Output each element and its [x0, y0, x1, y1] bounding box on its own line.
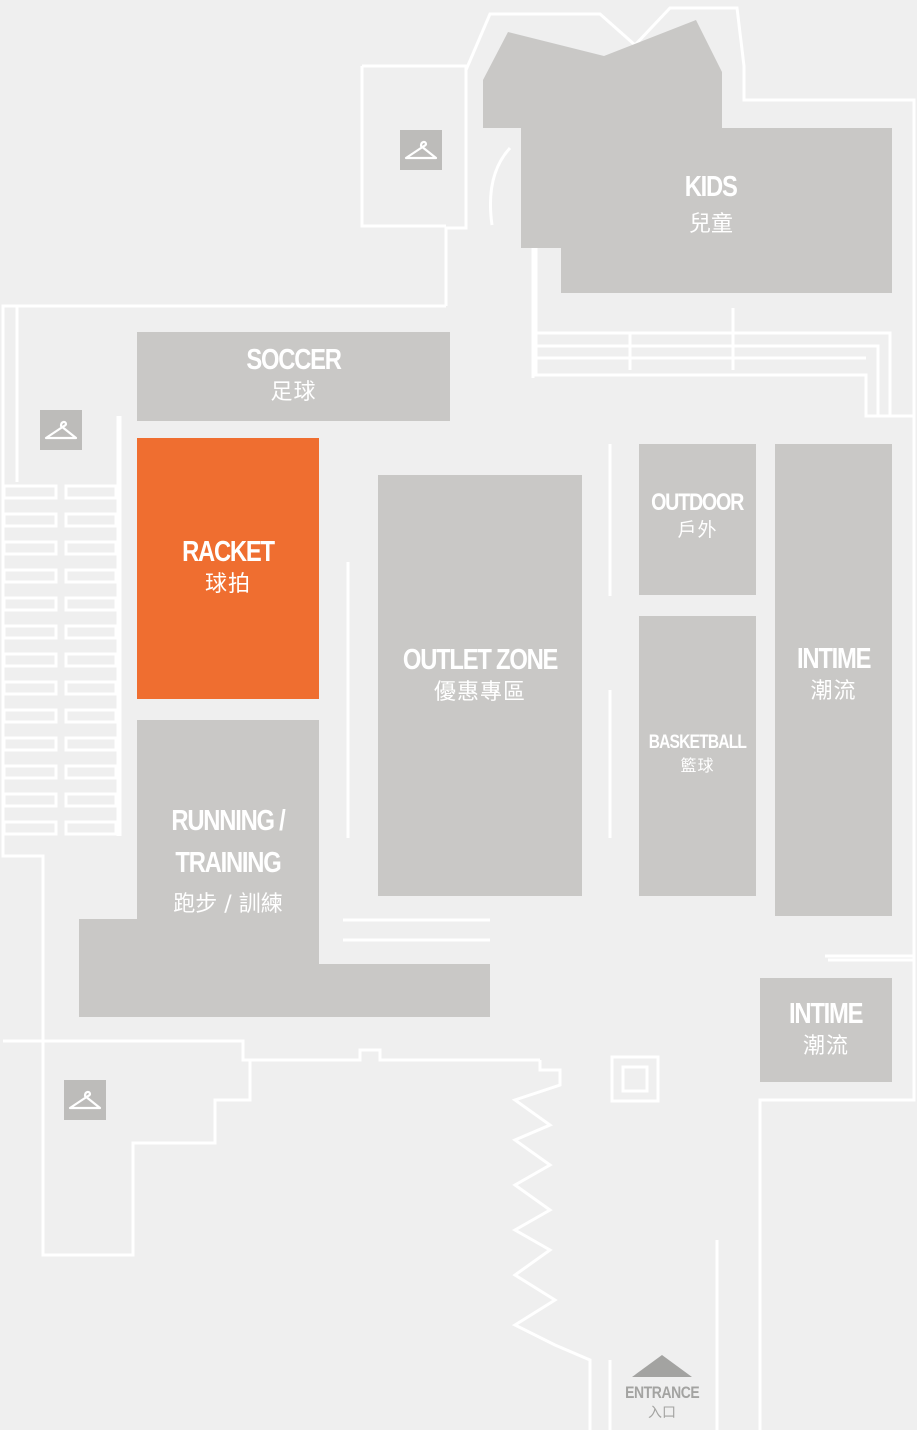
zone-soccer[interactable]: SOCCER 足球	[137, 332, 450, 421]
zone-racket-en: RACKET	[182, 536, 275, 569]
zone-outlet-en: OUTLET ZONE	[402, 644, 558, 676]
zone-kids[interactable]: KIDS 兒童	[641, 171, 781, 238]
zone-outlet[interactable]: OUTLET ZONE 優惠專區	[378, 475, 582, 896]
zone-basketball[interactable]: BASKETBALL 籃球	[639, 616, 756, 896]
hanger-icon[interactable]	[64, 1080, 106, 1120]
hanger-icon-graphic	[44, 420, 78, 440]
zone-soccer-zh: 足球	[270, 380, 317, 406]
entrance-label-en: ENTRANCE	[624, 1383, 700, 1402]
zone-running-en: RUNNING / TRAINING	[171, 805, 285, 880]
zone-intime-1-zh: 潮流	[810, 678, 857, 704]
zone-kids-zh: 兒童	[688, 211, 733, 237]
zone-intime-2[interactable]: INTIME 潮流	[760, 978, 892, 1082]
hanger-icon[interactable]	[40, 410, 82, 450]
entrance-label-zh: 入口	[648, 1405, 676, 1421]
zone-racket-zh: 球拍	[204, 572, 251, 598]
zone-outdoor-en: OUTDOOR	[651, 489, 745, 516]
running-zone-shape	[79, 720, 490, 1017]
zone-intime-2-zh: 潮流	[802, 1033, 849, 1059]
zone-outlet-zh: 優惠專區	[433, 679, 526, 705]
zone-running-zh: 跑步 / 訓練	[173, 892, 283, 918]
zone-basketball-zh: 籃球	[680, 755, 715, 775]
zone-outdoor-zh: 戶外	[677, 519, 718, 542]
entrance-arrow-icon	[632, 1355, 692, 1377]
zone-intime-1-en: INTIME	[796, 643, 871, 675]
zone-outdoor[interactable]: OUTDOOR 戶外	[639, 444, 756, 595]
zone-racket[interactable]: RACKET 球拍	[137, 438, 319, 699]
zone-basketball-en: BASKETBALL	[648, 732, 747, 753]
hanger-icon-graphic	[68, 1090, 102, 1110]
zone-intime-1[interactable]: INTIME 潮流	[775, 444, 892, 916]
hanger-icon-graphic	[404, 140, 438, 160]
zone-kids-en: KIDS	[685, 171, 738, 203]
zone-intime-2-en: INTIME	[789, 997, 863, 1030]
hanger-icon[interactable]	[400, 130, 442, 170]
zone-running[interactable]: RUNNING / TRAINING 跑步 / 訓練	[137, 800, 319, 918]
entrance-marker[interactable]: ENTRANCE 入口	[612, 1355, 712, 1422]
zone-soccer-en: SOCCER	[246, 344, 342, 377]
